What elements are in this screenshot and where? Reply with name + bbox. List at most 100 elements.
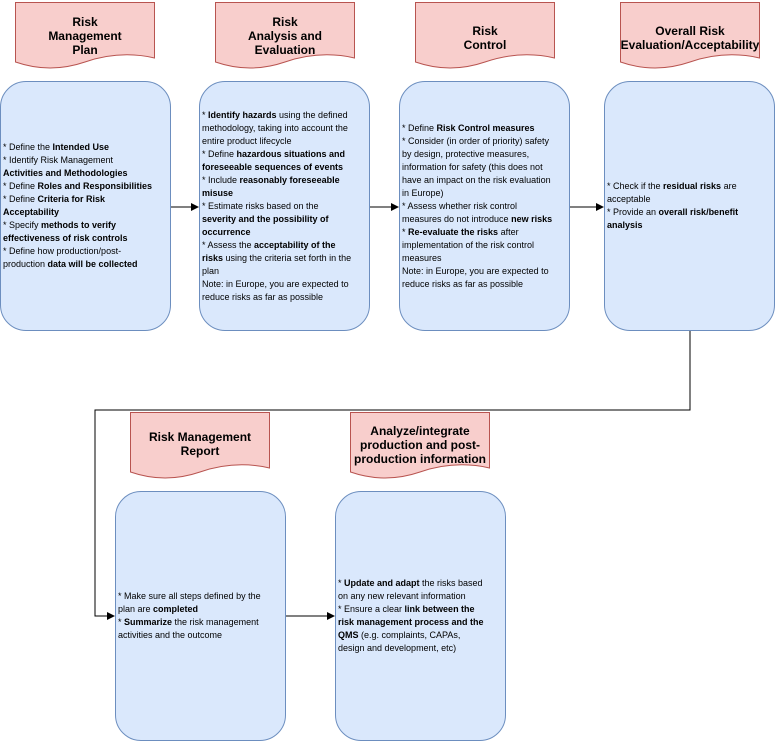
card-line: * Identify hazards using the defined xyxy=(202,109,367,122)
card-text-span: measures xyxy=(402,252,442,263)
card-line: reduce risks as far as possible xyxy=(402,278,567,291)
card-text-span: * Define xyxy=(3,194,38,204)
card-text-span: * Include xyxy=(202,174,240,185)
card-line: analysis xyxy=(607,219,772,232)
card-text-span: Note: in Europe, you are expected to xyxy=(402,265,549,276)
card-line: reduce risks as far as possible xyxy=(202,291,367,304)
card-line: * Specify methods to verify xyxy=(3,219,168,232)
card-text-span: the risk management xyxy=(172,617,259,627)
card-text-span: * Consider (in order of priority) safety xyxy=(402,135,550,146)
card-line: methodology, taking into account the xyxy=(202,122,367,135)
card-line: * Identify Risk Management xyxy=(3,154,168,167)
card-text-bold: risks xyxy=(202,252,224,263)
card-line: Activities and Methodologies xyxy=(3,167,168,180)
card-line: measures do not introduce new risks xyxy=(402,213,567,226)
card-text-span: by design, protective measures, xyxy=(402,148,530,159)
card-text-bold: misuse xyxy=(202,187,234,198)
card-text-bold: new risks xyxy=(511,213,553,224)
card-line: * Define hazardous situations and xyxy=(202,148,367,161)
card-text: * Define the Intended Use* Identify Risk… xyxy=(3,141,168,271)
card-risk-management-report: * Make sure all steps defined by the plan… xyxy=(115,491,286,741)
card-text: * Make sure all steps defined by the plan… xyxy=(118,590,283,642)
card-line: * Make sure all steps defined by the xyxy=(118,590,283,603)
card-line: * Define Roles and Responsibilities xyxy=(3,180,168,193)
card-text-span: * Specify xyxy=(3,220,42,230)
card-line: measures xyxy=(402,252,567,265)
card-line: QMS (e.g. complaints, CAPAs, xyxy=(338,629,503,642)
header-risk-management-report: Risk Management Report xyxy=(130,412,270,480)
header-label: Analyze/integrate production and post- p… xyxy=(354,424,486,466)
card-line: have an impact on the risk evaluation xyxy=(402,174,567,187)
card-text-span: * Check if the xyxy=(607,181,664,191)
card-text-span: using the criteria set forth in the xyxy=(223,252,352,263)
card-line: * Ensure a clear link between the xyxy=(338,603,503,616)
card-text-bold: Intended Use xyxy=(52,142,110,152)
card-line: severity and the possibility of xyxy=(202,213,367,226)
card-line: activities and the outcome xyxy=(118,629,283,642)
header-label: Risk Management Plan xyxy=(48,15,122,57)
card-line: production data will be collected xyxy=(3,258,168,271)
header-label: Risk Management Report xyxy=(148,430,252,458)
card-text-bold: methods to verify xyxy=(41,220,117,230)
card-text-bold: Roles and Responsibilities xyxy=(37,181,153,191)
header-label: Risk Control xyxy=(463,24,507,52)
card-line: by design, protective measures, xyxy=(402,148,567,161)
card-line: * Assess the acceptability of the xyxy=(202,239,367,252)
card-line: * Assess whether risk control xyxy=(402,200,567,213)
card-line: information for safety (this does not xyxy=(402,161,567,174)
card-text-span: acceptable xyxy=(607,194,651,204)
card-text-span: implementation of the risk control xyxy=(402,239,535,250)
card-line: implementation of the risk control xyxy=(402,239,567,252)
card-text-bold: QMS xyxy=(338,630,359,640)
card-text-bold: Identify hazards xyxy=(208,109,277,120)
card-text-span: * Identify Risk Management xyxy=(3,155,114,165)
card-text-span: after xyxy=(498,226,519,237)
card-text-bold: Update and adapt xyxy=(344,578,420,588)
card-text-span: * Assess the xyxy=(202,239,255,250)
card-line: Acceptability xyxy=(3,206,168,219)
card-text-span: * Define xyxy=(3,181,38,191)
card-line: * Define how production/post- xyxy=(3,245,168,258)
document-shape xyxy=(620,2,760,69)
card-line: risks using the criteria set forth in th… xyxy=(202,252,367,265)
card-text-span: information for safety (this does not xyxy=(402,161,543,172)
card-line: * Include reasonably foreseeable xyxy=(202,174,367,187)
card-text-bold: Activities and Methodologies xyxy=(3,168,128,178)
card-text-bold: overall risk/benefit xyxy=(658,207,739,217)
header-risk-control: Risk Control xyxy=(415,2,555,70)
card-text-bold: foreseeable sequences of events xyxy=(202,161,344,172)
card-text-bold: hazardous situations and xyxy=(236,148,346,159)
card-text: * Define Risk Control measures* Consider… xyxy=(402,122,567,291)
card-text-span: * xyxy=(118,617,125,627)
card-text-span: plan xyxy=(202,265,220,276)
card-text-bold: residual risks xyxy=(663,181,722,191)
card-line: * Provide an overall risk/benefit xyxy=(607,206,772,219)
card-text-span: * Provide an xyxy=(607,207,659,217)
card-text-span: * Ensure a clear xyxy=(338,604,405,614)
card-text-span: on any new relevant information xyxy=(338,591,466,601)
document-shape xyxy=(15,2,155,69)
header-risk-analysis-evaluation: Risk Analysis and Evaluation xyxy=(215,2,355,70)
card-text-span: measures do not introduce xyxy=(402,213,512,224)
card-line: in Europe) xyxy=(402,187,567,200)
card-line: Note: in Europe, you are expected to xyxy=(402,265,567,278)
card-text-span: (e.g. complaints, CAPAs, xyxy=(358,630,461,640)
document-shape xyxy=(215,2,355,69)
card-line: entire product lifecycle xyxy=(202,135,367,148)
document-shape xyxy=(415,2,555,69)
card-line: * Summarize the risk management xyxy=(118,616,283,629)
card-line: occurrence xyxy=(202,226,367,239)
card-text-bold: severity and the possibility of xyxy=(202,213,329,224)
header-label: Overall Risk Evaluation/Acceptability xyxy=(620,24,760,52)
card-line: foreseeable sequences of events xyxy=(202,161,367,174)
card-text-span: * Define xyxy=(202,148,237,159)
card-line: * Estimate risks based on the xyxy=(202,200,367,213)
card-line: * Re-evaluate the risks after xyxy=(402,226,567,239)
card-line: plan are completed xyxy=(118,603,283,616)
card-text-span: * Define how production/post- xyxy=(3,246,122,256)
card-text-span: * Make sure all steps defined by the xyxy=(118,591,261,601)
card-text-span: Note: in Europe, you are expected to xyxy=(202,278,349,289)
card-text-span: in Europe) xyxy=(402,187,444,198)
